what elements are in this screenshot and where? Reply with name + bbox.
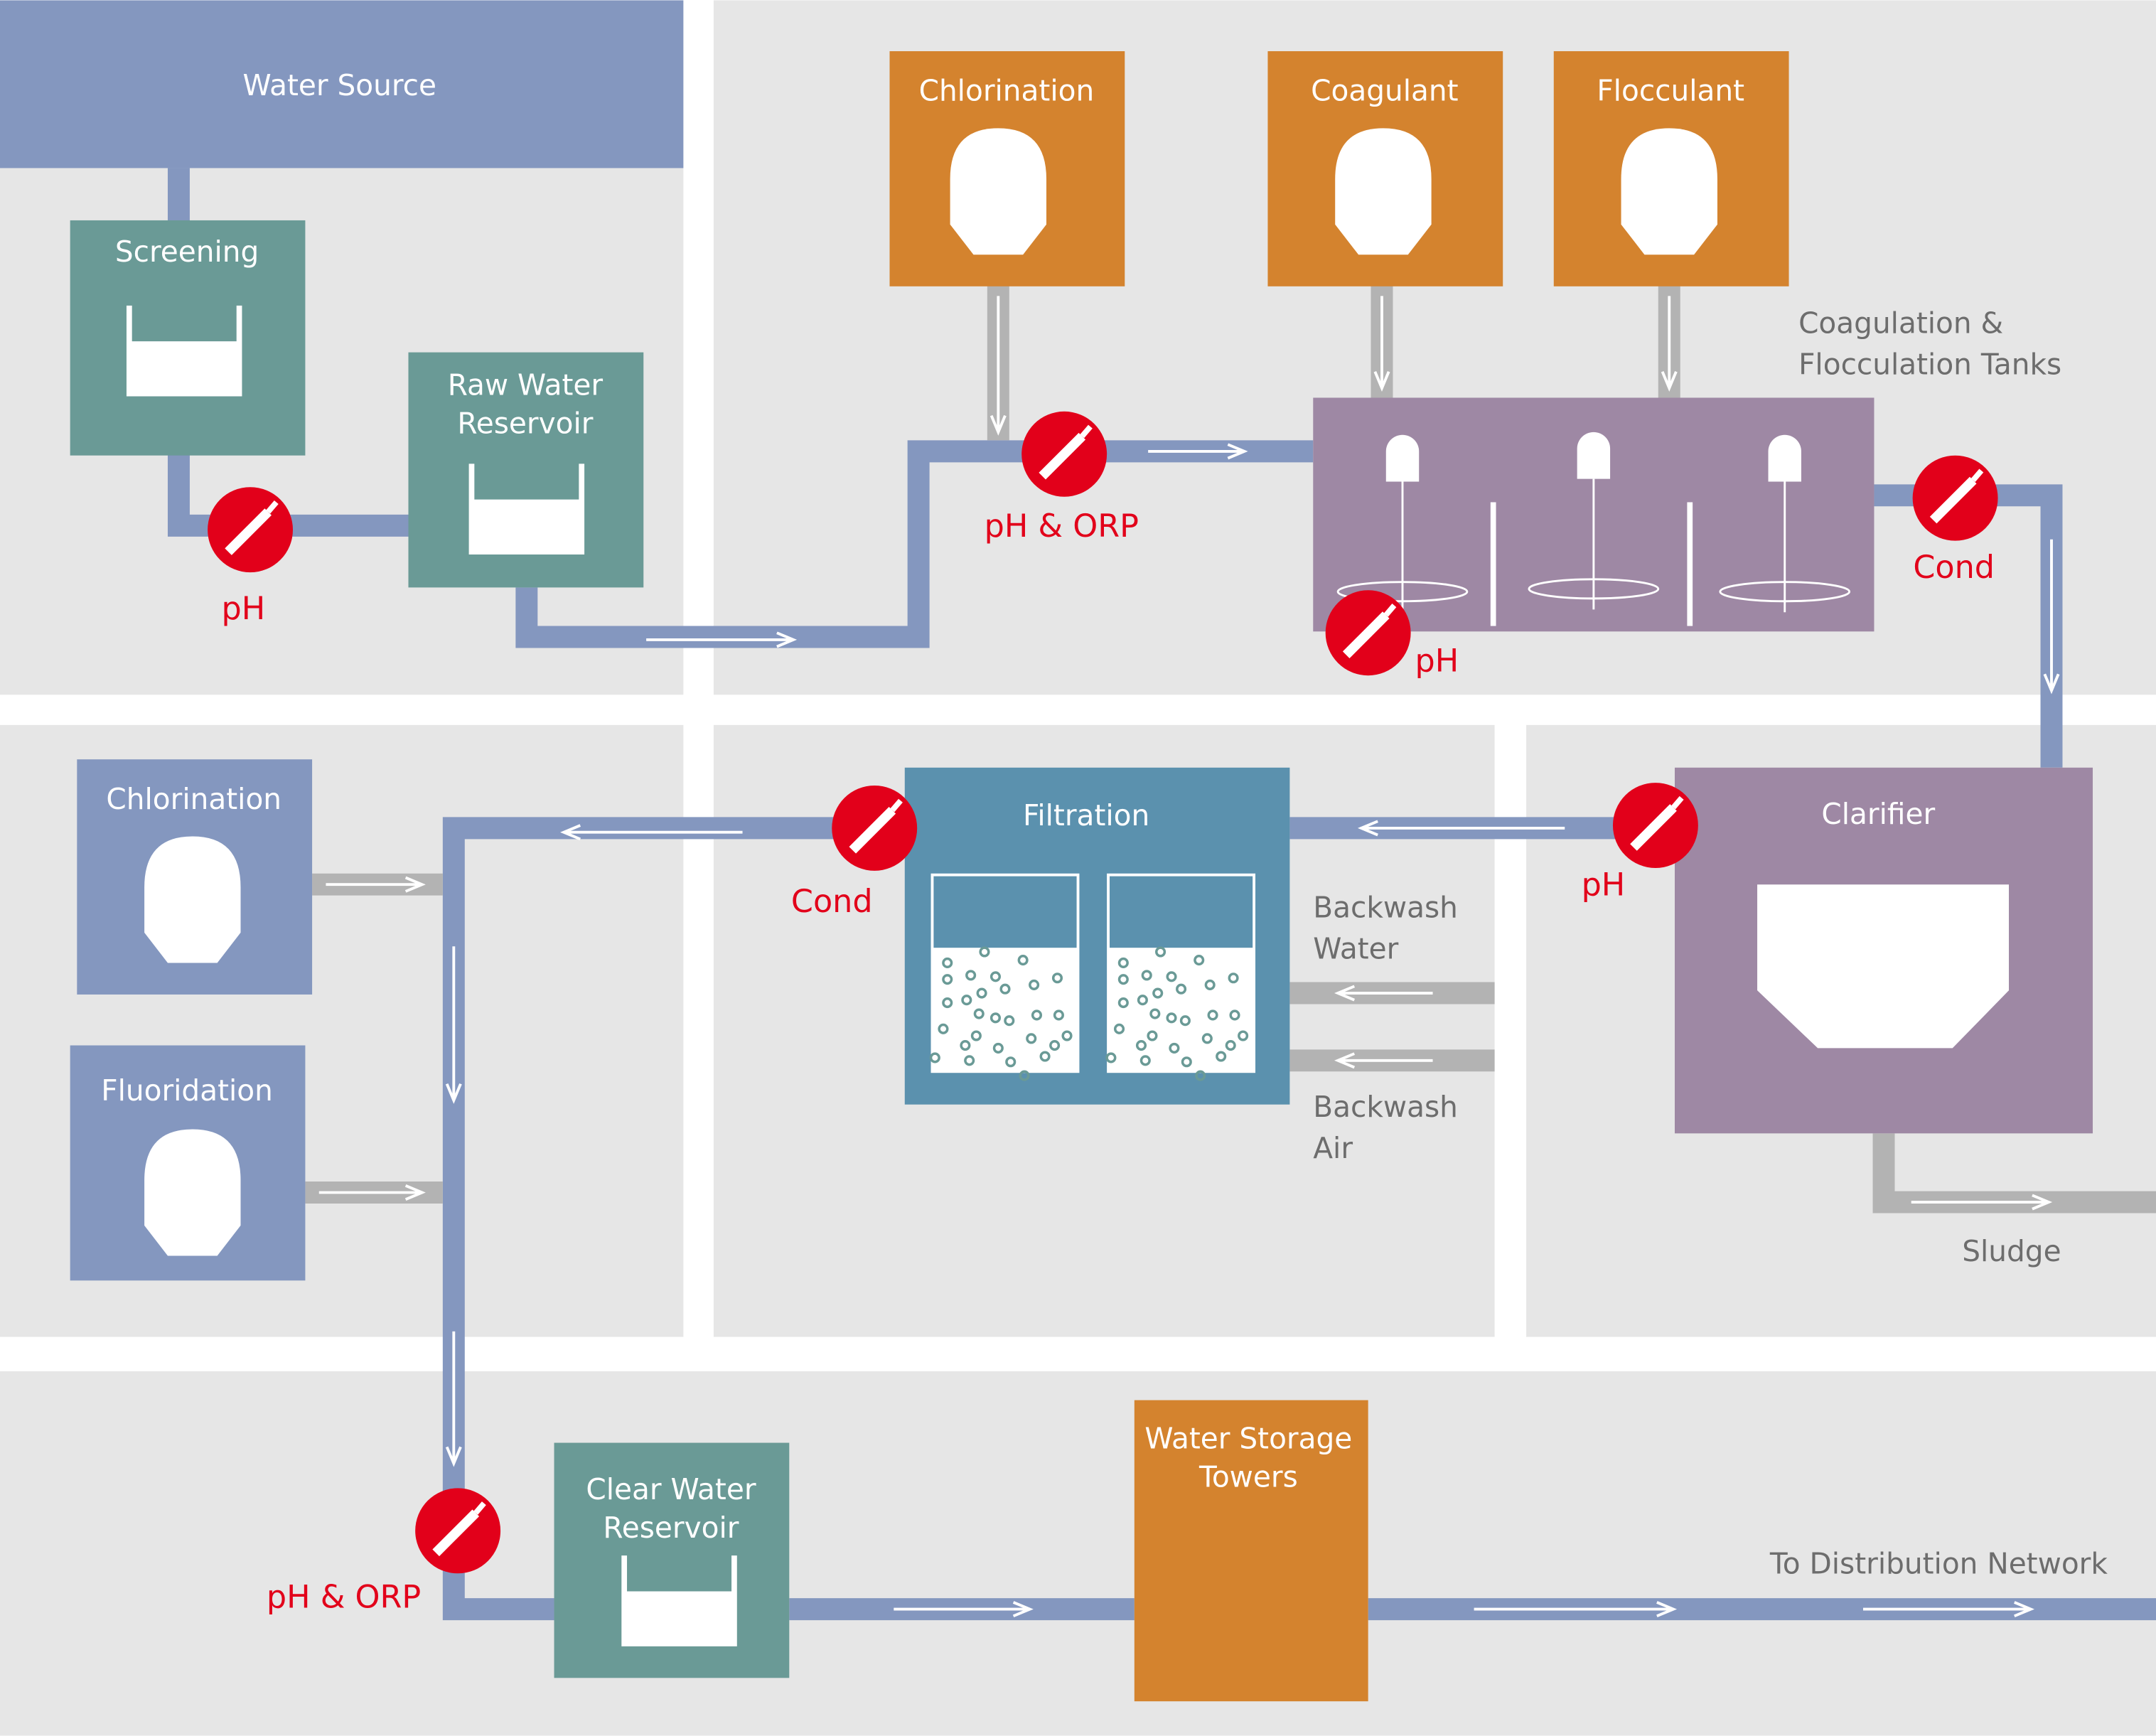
filter-bed-icons xyxy=(929,873,1256,1081)
backwash-water-label-2: Water xyxy=(1313,932,1398,966)
clarifier-unit: Clarifier xyxy=(1674,767,2093,1134)
flow-arrows xyxy=(318,296,2060,1618)
sensor-icon xyxy=(1913,456,1998,541)
storage-label-1: Water Storage xyxy=(1144,1421,1352,1455)
sensor-label-cond-2: Cond xyxy=(791,884,873,920)
chemical-tank-icon xyxy=(144,836,241,963)
coagulation-flocculation-tanks: Coagulation & Flocculation Tanks xyxy=(1313,306,2061,632)
water-source: Water Source xyxy=(0,0,684,168)
distribution-label: To Distribution Network xyxy=(1769,1546,2108,1580)
sensor-icon xyxy=(832,786,917,871)
chlorination-bottom-label: Chlorination xyxy=(106,782,281,816)
mixer-impellers xyxy=(1336,478,1851,613)
coag-label-1: Coagulation & xyxy=(1798,306,2003,341)
fluoridation-unit: Fluoridation xyxy=(70,1045,306,1281)
chemical-tank-icon xyxy=(950,128,1047,255)
backwash-air-label-1: Backwash xyxy=(1313,1090,1458,1124)
sensor-label-ph-2: pH xyxy=(1415,643,1459,679)
sensor-label-ph-orp-1: pH & ORP xyxy=(985,508,1139,545)
filtration-unit: Filtration xyxy=(904,767,1290,1105)
water-storage-towers: Water Storage Towers xyxy=(1134,1400,1368,1702)
clear-water-reservoir: Clear Water Reservoir xyxy=(554,1442,790,1678)
clarifier-basin-icon xyxy=(1757,884,2010,1049)
sensor-label-ph-orp-2: pH & ORP xyxy=(267,1580,421,1616)
backwash-air-label-2: Air xyxy=(1313,1131,1353,1165)
coagulant-unit: Coagulant xyxy=(1267,51,1503,286)
raw-water-reservoir: Raw Water Reservoir xyxy=(408,352,644,588)
flocculant-unit: Flocculant xyxy=(1553,51,1789,286)
clarifier-label: Clarifier xyxy=(1821,797,1935,831)
clear-water-label-2: Reservoir xyxy=(603,1511,739,1545)
sensor-icon xyxy=(1613,783,1698,868)
coag-label-2: Flocculation Tanks xyxy=(1798,348,2061,382)
sensor-label-ph-1: pH xyxy=(222,591,266,627)
backwash-water-label-1: Backwash xyxy=(1313,891,1458,925)
raw-water-label-2: Reservoir xyxy=(457,407,593,441)
clear-water-label-1: Clear Water xyxy=(586,1472,756,1506)
flocculant-label: Flocculant xyxy=(1597,74,1744,108)
water-source-label: Water Source xyxy=(243,68,436,102)
chemical-tank-icon xyxy=(144,1129,241,1256)
chlorination-top-label: Chlorination xyxy=(919,74,1095,108)
sensor-icon xyxy=(1326,590,1411,675)
sensor-icon xyxy=(415,1488,500,1573)
fluoridation-label: Fluoridation xyxy=(101,1073,273,1108)
sensor-icon xyxy=(1021,412,1107,497)
sludge-label: Sludge xyxy=(1962,1234,2061,1268)
chlorination-bottom: Chlorination xyxy=(77,759,313,995)
sensor-label-cond-1: Cond xyxy=(1913,550,1995,586)
sensor-label-ph-3: pH xyxy=(1582,867,1626,904)
chemical-tank-icon xyxy=(1335,128,1432,255)
sensor-icon xyxy=(208,487,293,572)
screening-label: Screening xyxy=(115,235,259,269)
filtration-label: Filtration xyxy=(1023,798,1149,832)
mixer-motor-icons xyxy=(1385,432,1801,626)
coagulant-label: Coagulant xyxy=(1311,74,1458,108)
storage-label-2: Towers xyxy=(1198,1459,1298,1494)
chemical-tank-icon xyxy=(1621,128,1717,255)
screening-unit: Screening xyxy=(70,220,306,456)
raw-water-label-1: Raw Water xyxy=(448,368,604,402)
chlorination-top: Chlorination xyxy=(889,51,1125,286)
